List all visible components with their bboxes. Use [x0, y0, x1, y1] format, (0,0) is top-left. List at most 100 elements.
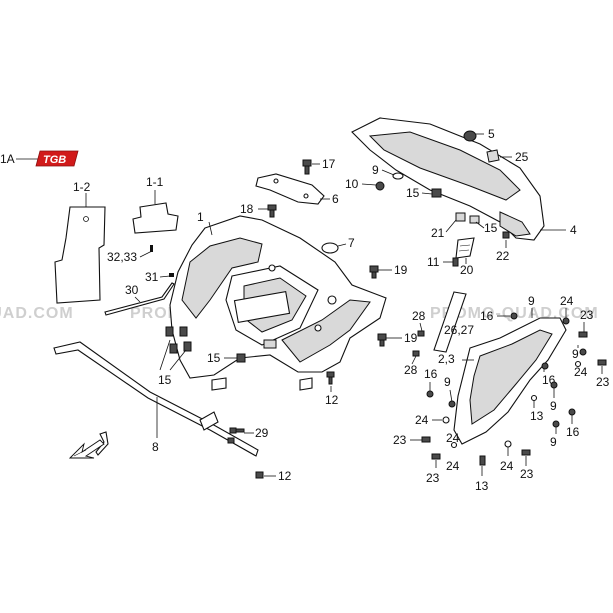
nut-icon [375, 181, 385, 191]
callout-label: 25 [515, 150, 529, 164]
svg-text:TGB: TGB [43, 154, 66, 166]
nut-icon [412, 350, 420, 357]
callout-label: 13 [530, 409, 544, 423]
bolt-icon [426, 390, 434, 398]
clip-icon [236, 353, 246, 363]
part-clip [455, 212, 466, 222]
nut-icon [552, 420, 560, 428]
callout-label: 6 [332, 192, 339, 206]
assembly-ref-label: 1A [0, 152, 15, 166]
callout-label: 29 [255, 426, 269, 440]
callout-label: 15 [484, 221, 498, 235]
callout-label: 20 [460, 263, 474, 277]
washer-icon [392, 172, 404, 180]
part-side-guard [453, 317, 567, 445]
callout-label: 24 [500, 459, 514, 473]
callout-label: 28 [412, 309, 426, 323]
callout-label: 24 [446, 459, 460, 473]
callout-label: 32,33 [107, 250, 137, 264]
nut-icon [550, 381, 558, 389]
watermark-text: PROMO-QUAD.COM [0, 305, 74, 322]
bolt-icon [431, 453, 441, 460]
bolt-part [502, 231, 510, 239]
tgb-logo: TGB [35, 150, 79, 167]
callout-label: 19 [404, 331, 418, 345]
callout-label: 15 [207, 351, 221, 365]
part-cap [463, 130, 477, 142]
bolt-icon [479, 455, 486, 466]
callout-label: 24 [574, 365, 588, 379]
callout-label: 5 [488, 127, 495, 141]
bolt-part [326, 371, 335, 385]
part-side-strap [433, 291, 467, 353]
callout-label: 28 [404, 363, 418, 377]
callout-label: 12 [325, 393, 339, 407]
bolt-part [377, 333, 387, 347]
callout-label: 12 [278, 469, 292, 483]
bolt-part [255, 471, 264, 479]
callout-label: 18 [240, 202, 254, 216]
callout-label: 23 [426, 471, 440, 485]
washer-icon [450, 441, 458, 449]
nut-icon [579, 348, 587, 356]
bolt-icon [541, 362, 549, 370]
nut-icon [417, 330, 425, 337]
callout-label: 10 [345, 177, 359, 191]
callout-label: 1 [197, 210, 204, 224]
bolt-icon [597, 359, 607, 366]
callout-label: 30 [125, 283, 139, 297]
bolt-icon [510, 312, 518, 320]
rod-part [104, 282, 175, 316]
callout-label: 31 [145, 270, 159, 284]
part-inner-flap [54, 193, 106, 304]
callout-label: 11 [427, 255, 440, 269]
part-rear-bumper [351, 117, 566, 241]
callout-label: 24 [415, 413, 429, 427]
callout-label: 23 [580, 308, 594, 322]
clip-icon [431, 188, 442, 198]
washer-icon [442, 416, 450, 424]
bolt-part [302, 159, 312, 175]
part-clip [469, 215, 480, 224]
bolt-icon [452, 257, 459, 267]
callout-label: 1-2 [73, 180, 91, 194]
washer-icon [574, 360, 582, 368]
part-bracket-plate [255, 173, 325, 205]
bolt-icon [521, 449, 531, 456]
washer-icon [530, 394, 538, 402]
callout-label: 1-1 [146, 175, 164, 189]
direction-arrow-icon [68, 439, 105, 459]
part-strap [455, 237, 475, 259]
part-bracket [132, 190, 179, 234]
grommet-icon [150, 245, 153, 252]
bolt-part [369, 265, 379, 279]
clip-icon [169, 273, 174, 277]
bolt-icon [562, 317, 570, 325]
callout-label: 13 [475, 479, 489, 493]
clip-group [159, 326, 192, 371]
callout-label: 16 [566, 425, 580, 439]
callout-label: 9 [528, 294, 535, 308]
callout-label: 2,3 [438, 352, 455, 366]
callout-label: 22 [496, 249, 510, 263]
cap-part [321, 242, 339, 254]
part-rear-fender [169, 215, 387, 391]
callout-label: 26,27 [444, 323, 474, 337]
callout-label: 9 [372, 163, 379, 177]
callout-label: 17 [322, 157, 336, 171]
callout-label: 7 [348, 236, 355, 250]
callout-label: 8 [152, 440, 159, 454]
callout-label: 9 [550, 399, 557, 413]
callout-label: 9 [572, 347, 579, 361]
callout-label: 15 [406, 186, 420, 200]
callout-label: 16 [424, 367, 438, 381]
callout-label: 16 [480, 309, 494, 323]
bolt-part [267, 204, 277, 218]
part-clip [486, 149, 500, 163]
callout-label: 21 [431, 226, 445, 240]
bolt-icon [421, 436, 431, 443]
part-support-bar [53, 341, 259, 457]
callout-label: 23 [393, 433, 407, 447]
